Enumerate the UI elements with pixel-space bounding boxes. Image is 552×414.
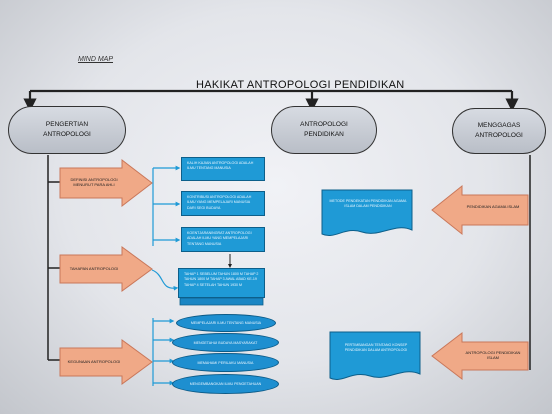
pill-1: MEMPELAJARI ILMU TENTANG MANUSIA [176, 314, 276, 332]
arrow-definisi-shape [59, 158, 153, 208]
arrow-kegunaan-shape [59, 339, 153, 385]
node-pengertian: PENGERTIAN ANTROPOLOGI [8, 106, 126, 154]
node-right-label: MENGGAGAS ANTROPOLOGI [475, 121, 523, 139]
node-menggagas: MENGGAGAS ANTROPOLOGI [452, 108, 546, 154]
arrow-tahapan-shape [59, 246, 153, 292]
arrow-antropologi-islam-shape [431, 331, 529, 381]
arrow-antropologi-islam-label: ANTROPOLOGI PENDIDIKAN ISLAM [465, 350, 521, 361]
arrow-pendidikan-agama-shape [431, 184, 529, 236]
arrow-tahapan-label: TAHAPAN ANTROPOLOGI [69, 266, 119, 271]
mindmap-label: MIND MAP [78, 56, 113, 63]
node-antropologi-pendidikan: ANTROPOLOGI PENDIDIKAN [271, 106, 377, 154]
flag-2-text: PERTIMBANGAN TENTANG KONSEP PENDIDIKAN D… [344, 343, 408, 353]
box-kontribusi: KONTRIBUSI ANTROPOLOGI ADALAH ILMU YANG … [181, 191, 265, 216]
box-kajian: KALIH KAJIAN ANTROPOLOGI ADALAH ILMU TEN… [181, 157, 265, 181]
arrow-pendidikan-agama-label: PENDIDIKAN AGAMA ISLAM [466, 204, 520, 209]
arrow-definisi-label: DEFINISI ANTROPOLOGI MENURUT PARA AHLI [70, 177, 118, 188]
main-title: HAKIKAT ANTROPOLOGI PENDIDIKAN [196, 79, 405, 91]
box-koentjaraningrat: KOENTJARANINGRAT ANTROPOLOGI ADALAH ILMU… [181, 227, 265, 252]
node-pengertian-label: PENGERTIAN ANTROPOLOGI [43, 120, 91, 138]
flag-2-shape [329, 331, 421, 380]
node-center-label: ANTROPOLOGI PENDIDIKAN [300, 120, 348, 138]
box-tahapan: TAHAP 1 SEBELUM TAHUN 1800 M TAHAP 2 TAH… [178, 268, 265, 298]
pill-3: MEMAHAMI PERILAKU MANUSIA [172, 353, 279, 372]
arrow-kegunaan-label: KEGUNAAN ANTROPOLOGI [67, 359, 121, 364]
flag-1-text: METODE PENDEKATAN PENDIDIKAN AGAMA ISLAM… [329, 199, 407, 209]
flag-1-shape [321, 189, 413, 236]
pill-4: MENGEMBANGKAN ILMU PENGETAHUAN [172, 374, 279, 394]
pill-2: MENGETAHUI BUDAYA MASYARAKAT [172, 333, 279, 352]
